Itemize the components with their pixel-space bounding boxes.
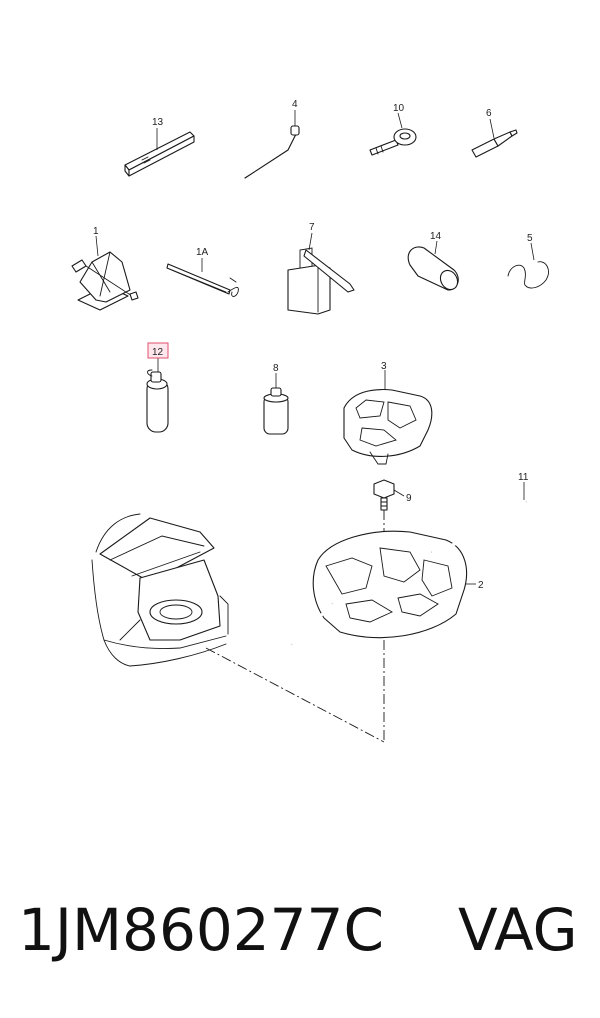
callout-10: 10	[393, 103, 405, 114]
part-4-wheel-brace	[244, 110, 300, 179]
part-8-small-bottle	[263, 373, 289, 435]
callout-8: 8	[273, 363, 279, 374]
callout-3: 3	[381, 361, 387, 372]
callout-13: 13	[152, 117, 164, 128]
part-12-sealant-bottle	[146, 358, 169, 433]
callout-1A: 1A	[196, 247, 209, 258]
callout-12[interactable]: 12	[152, 347, 164, 358]
part-7-tool-bag	[287, 232, 355, 315]
exploded-parts-diagram: 13 4 10 6 1	[71, 99, 549, 743]
callout-9: 9	[406, 493, 412, 504]
brand-label: VAG	[458, 896, 578, 964]
part-13-bar	[124, 128, 195, 177]
part-1-car-jack	[71, 235, 139, 311]
part-number: 1JM860277C	[18, 896, 384, 964]
part-2-foam-tray	[312, 530, 476, 639]
part-1A-crank	[166, 258, 239, 297]
callout-5: 5	[527, 233, 533, 244]
callout-1: 1	[93, 226, 99, 237]
callout-12-highlight-box	[147, 342, 169, 359]
callout-7: 7	[309, 222, 315, 233]
part-3-foam-insert-top	[343, 370, 433, 465]
part-10-towing-eye	[369, 112, 417, 156]
installation-line-trunk	[205, 647, 385, 743]
part-14-cylinder	[407, 240, 459, 291]
callout-4: 4	[292, 99, 298, 110]
part-6-screwdriver	[471, 118, 518, 158]
callout-11: 11	[518, 472, 529, 483]
car-rear-open-trunk	[91, 513, 229, 667]
callout-6: 6	[486, 108, 492, 119]
part-9-bolt	[373, 479, 405, 511]
part-5-hook	[507, 242, 549, 289]
callout-2: 2	[478, 580, 484, 591]
part-11-strap	[290, 482, 528, 645]
callout-14: 14	[430, 231, 442, 242]
footer: 1JM860277C VAG	[18, 896, 588, 976]
